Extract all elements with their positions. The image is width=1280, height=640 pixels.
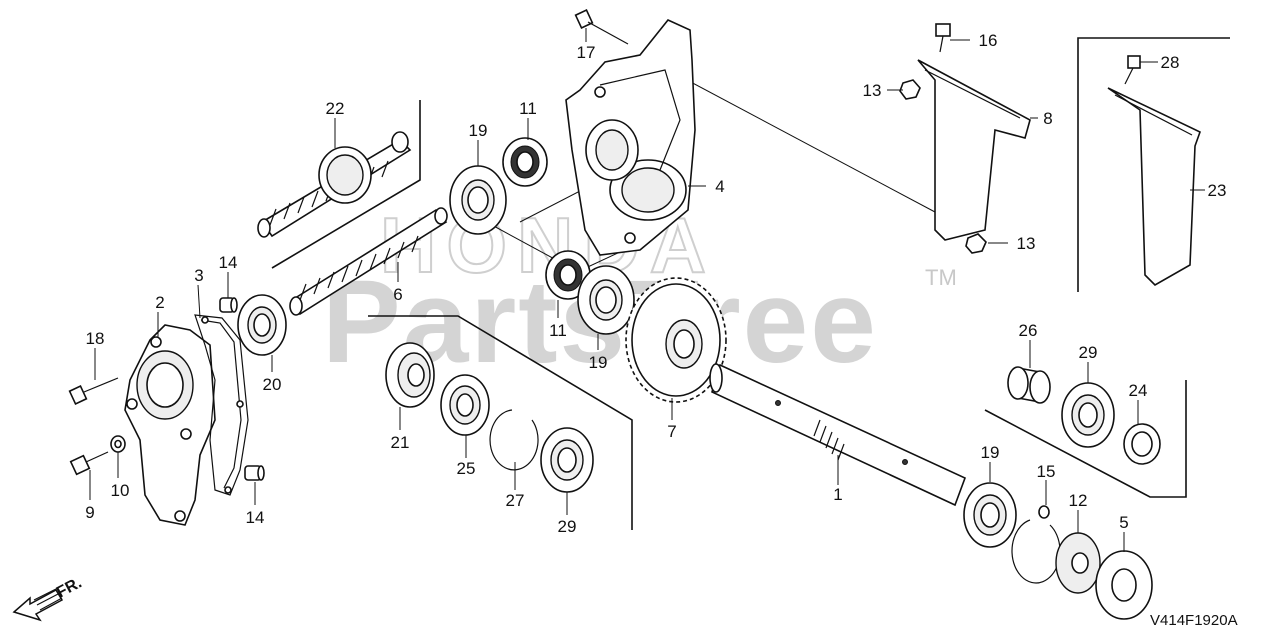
part-17-bolt	[574, 9, 629, 45]
callout-25: 25	[457, 459, 476, 478]
callout-15: 15	[1037, 462, 1056, 481]
callout-18: 18	[86, 329, 105, 348]
frame-22	[271, 100, 421, 269]
part-20-bearing	[237, 294, 287, 356]
part-13-nut-upper	[899, 79, 921, 100]
part-11-seal-lower	[545, 250, 591, 300]
part-14-dowel-lower	[244, 465, 265, 481]
callout-19-lower: 19	[589, 353, 608, 372]
front-direction-indicator: FR.	[12, 574, 85, 622]
part-2-cover	[124, 324, 216, 526]
callout-11-upper: 11	[519, 99, 537, 118]
group-frames	[271, 37, 1230, 530]
callout-7: 7	[667, 422, 676, 441]
callout-26: 26	[1019, 321, 1038, 340]
leader-lines	[89, 28, 1205, 552]
callout-21: 21	[391, 433, 410, 452]
part-3-gasket	[194, 314, 249, 496]
callout-3: 3	[194, 266, 203, 285]
part-11-seal-upper	[502, 137, 548, 187]
part-23-bracket	[1107, 87, 1201, 286]
part-25-bearing	[440, 374, 490, 436]
callout-23: 23	[1208, 181, 1227, 200]
callout-6: 6	[393, 285, 402, 304]
part-16-bolt	[935, 23, 951, 53]
callout-27: 27	[506, 491, 525, 510]
callout-13-lower: 13	[1017, 234, 1036, 253]
part-19-bearing-upper	[449, 165, 507, 235]
frame-23	[1077, 37, 1230, 292]
frame-24-29	[984, 380, 1187, 498]
callout-14-lower: 14	[246, 508, 265, 527]
part-26-collar	[1007, 366, 1051, 404]
callout-2: 2	[155, 293, 164, 312]
part-24-seal	[1123, 423, 1161, 465]
part-19-bearing-right	[963, 482, 1017, 548]
callout-8: 8	[1043, 109, 1052, 128]
callout-19-upper: 19	[469, 121, 488, 140]
part-5-washer	[1095, 550, 1153, 620]
part-1-main-shaft	[709, 363, 967, 507]
callout-28: 28	[1161, 53, 1180, 72]
callout-4: 4	[715, 177, 724, 196]
part-19-bearing-lower	[577, 265, 635, 335]
part-4-gear-case	[565, 19, 696, 256]
callout-24: 24	[1129, 381, 1148, 400]
part-8-bracket	[917, 59, 1031, 241]
part-21-plate	[385, 342, 435, 408]
callout-11-lower: 11	[549, 321, 567, 340]
callout-12: 12	[1069, 491, 1088, 510]
part-6-shaft	[289, 207, 448, 316]
callout-14-upper: 14	[219, 253, 238, 272]
part-12-plate	[1055, 532, 1101, 594]
part-29-bearing-right	[1061, 382, 1115, 448]
callout-5: 5	[1119, 513, 1128, 532]
callout-13-upper: 13	[863, 81, 882, 100]
frame-21-29	[368, 315, 633, 530]
part-27-snap-ring	[489, 409, 539, 471]
callout-1: 1	[833, 485, 842, 504]
watermark-trademark: TM	[925, 265, 957, 290]
part-10-washer	[110, 435, 126, 453]
diagram-code: V414F1920A	[1150, 612, 1238, 629]
part-7-gear	[625, 277, 727, 403]
part-22-shaft	[257, 131, 412, 238]
callout-22: 22	[326, 99, 345, 118]
callout-19-right: 19	[981, 443, 1000, 462]
callout-29-right: 29	[1079, 343, 1098, 362]
callout-16: 16	[979, 31, 998, 50]
callout-17: 17	[577, 43, 596, 62]
part-29-bearing-left	[540, 427, 594, 493]
callout-29-left: 29	[558, 517, 577, 536]
part-13-nut-lower	[965, 233, 987, 254]
part-18-bolt	[68, 377, 119, 405]
part-28-bolt	[1124, 55, 1141, 85]
callout-9: 9	[85, 503, 94, 522]
callout-20: 20	[263, 375, 282, 394]
part-9-bolt	[69, 451, 109, 476]
part-15-snap-ring	[1011, 505, 1061, 584]
part-14-dowel-upper	[219, 297, 238, 313]
callout-10: 10	[111, 481, 130, 500]
callout-labels: 1 2 3 4 5 6 7 8 9 10 11 11 12 13 13 14 1…	[85, 31, 1226, 536]
